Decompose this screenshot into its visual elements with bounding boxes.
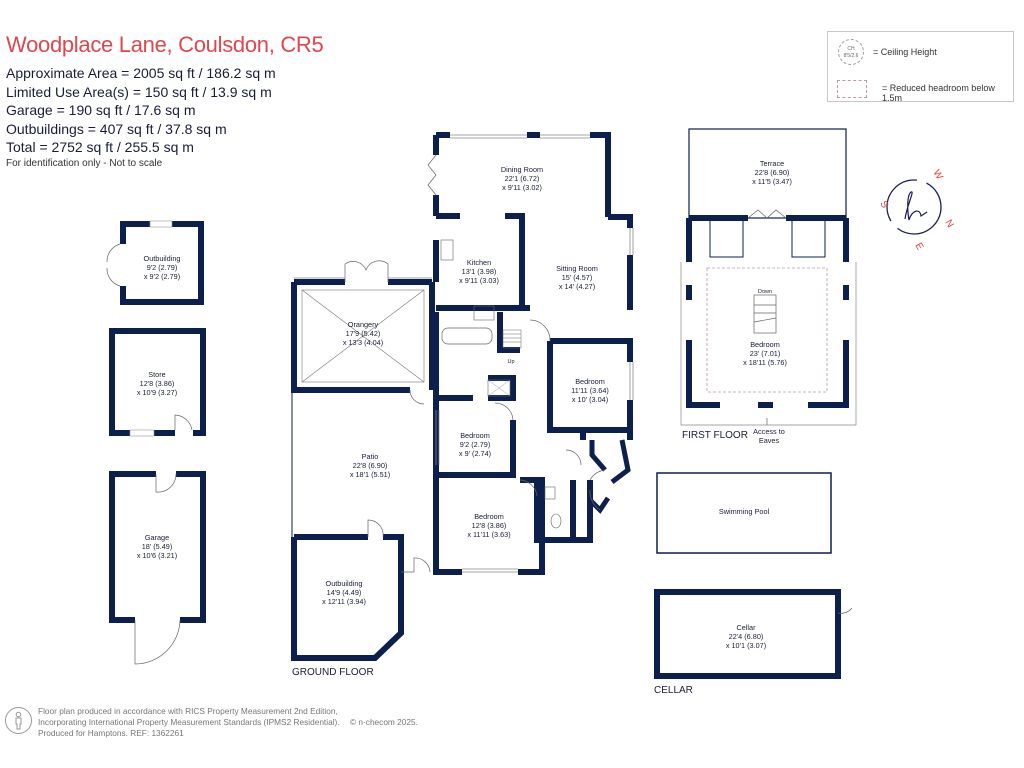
reduced-headroom-icon — [837, 80, 867, 98]
svg-text:x 12'11 (3.94): x 12'11 (3.94) — [322, 597, 366, 606]
svg-text:x 10'1 (3.07): x 10'1 (3.07) — [726, 641, 766, 650]
svg-text:Bedroom: Bedroom — [750, 340, 780, 349]
svg-text:17'9 (5.42): 17'9 (5.42) — [346, 329, 381, 338]
ceiling-height-label: = Ceiling Height — [873, 47, 937, 57]
footer-line-3: Produced for Hamptons. REF: 1362261 — [38, 728, 184, 738]
limited-use-area: Limited Use Area(s) = 150 sq ft / 13.9 s… — [6, 83, 272, 100]
ground-floor-label: GROUND FLOOR — [292, 667, 374, 678]
svg-text:x 10'6 (3.21): x 10'6 (3.21) — [137, 551, 177, 560]
garage-walls — [109, 471, 206, 665]
svg-text:x 18'11 (5.76): x 18'11 (5.76) — [743, 358, 787, 367]
ceiling-height-icon: CH 8'5/2.6 — [838, 39, 864, 65]
svg-text:Up: Up — [507, 359, 514, 365]
reduced-headroom-label: = Reduced headroom below 1.5m — [882, 83, 995, 103]
person-glyph — [15, 711, 22, 730]
svg-text:W: W — [930, 168, 945, 182]
svg-text:14'9 (4.49): 14'9 (4.49) — [327, 588, 362, 597]
svg-text:9'2 (2.79): 9'2 (2.79) — [147, 263, 178, 272]
svg-text:22'8 (6.90): 22'8 (6.90) — [755, 168, 790, 177]
legend: CH 8'5/2.6 = Ceiling Height = Reduced he… — [827, 31, 1014, 103]
scale-note: For identification only - Not to scale — [6, 158, 163, 169]
svg-text:23' (7.01): 23' (7.01) — [750, 349, 781, 358]
svg-text:N: N — [942, 218, 955, 230]
svg-text:18' (5.49): 18' (5.49) — [142, 542, 173, 551]
cellar-label: CELLAR — [654, 685, 693, 696]
windows — [294, 134, 634, 573]
svg-text:x 11'11 (3.63): x 11'11 (3.63) — [467, 530, 510, 539]
ch-symbol-text: CH — [847, 46, 855, 52]
footer-disclaimer: Floor plan produced in accordance with R… — [38, 706, 340, 739]
total-area: Total = 2752 sq ft / 255.5 sq m — [6, 139, 194, 155]
svg-text:x 9' (2.74): x 9' (2.74) — [459, 449, 491, 458]
copyright: © n·checom 2025. — [350, 717, 418, 727]
outbuildings-area: Outbuildings = 407 sq ft / 37.8 sq m — [6, 120, 227, 137]
svg-text:Kitchen: Kitchen — [467, 258, 491, 267]
svg-text:E: E — [912, 241, 925, 253]
outbuilding-small-walls — [106, 220, 204, 305]
svg-text:Sitting Room: Sitting Room — [556, 264, 598, 273]
first-floor-label: FIRST FLOOR — [682, 430, 748, 441]
cellar-walls — [654, 589, 841, 679]
svg-text:Outbuilding: Outbuilding — [326, 579, 363, 588]
svg-text:Swimming Pool: Swimming Pool — [719, 507, 770, 516]
ground-floor-walls — [291, 132, 633, 661]
footer-line-1: Floor plan produced in accordance with R… — [38, 706, 338, 716]
svg-text:Cellar: Cellar — [736, 623, 756, 632]
svg-text:x 9'11 (3.02): x 9'11 (3.02) — [502, 183, 542, 192]
first-floor-walls — [680, 128, 857, 426]
svg-text:Bedroom: Bedroom — [575, 377, 605, 386]
svg-text:Access to: Access to — [753, 427, 785, 436]
svg-text:x 10'9 (3.27): x 10'9 (3.27) — [137, 388, 177, 397]
svg-text:x 10' (3.04): x 10' (3.04) — [572, 395, 608, 404]
svg-text:x 14' (4.27): x 14' (4.27) — [559, 282, 595, 291]
svg-text:Garage: Garage — [145, 533, 169, 542]
svg-text:22'4 (6.80): 22'4 (6.80) — [729, 632, 764, 641]
svg-text:Down: Down — [758, 289, 772, 295]
svg-text:9'2 (2.79): 9'2 (2.79) — [460, 440, 491, 449]
reduced-headroom-area — [706, 267, 828, 393]
orangery-roof-lines — [301, 289, 425, 383]
svg-text:Bedroom: Bedroom — [474, 512, 504, 521]
svg-text:Patio: Patio — [362, 452, 379, 461]
svg-text:x 13'3 (4.04): x 13'3 (4.04) — [343, 338, 383, 347]
garage-area: Garage = 190 sq ft / 17.6 sq m — [6, 102, 196, 118]
svg-text:12'8 (3.86): 12'8 (3.86) — [472, 521, 507, 530]
svg-text:Store: Store — [148, 370, 165, 379]
footer-line-2: Incorporating International Property Mea… — [38, 717, 340, 727]
svg-text:x 9'11 (3.03): x 9'11 (3.03) — [459, 276, 499, 285]
svg-text:S: S — [877, 199, 890, 211]
stairs-down — [753, 294, 777, 334]
svg-text:15' (4.57): 15' (4.57) — [562, 273, 593, 282]
svg-text:Bedroom: Bedroom — [460, 431, 490, 440]
svg-text:Eaves: Eaves — [759, 436, 780, 445]
property-title: Woodplace Lane, Coulsdon, CR5 — [6, 32, 324, 57]
patio-outline — [291, 389, 431, 573]
compass-icon — [886, 179, 942, 235]
store-walls — [109, 328, 206, 437]
svg-text:Orangery: Orangery — [348, 320, 379, 329]
swimming-pool-outline — [656, 472, 832, 554]
ch-symbol-value: 8'5/2.6 — [843, 53, 859, 59]
svg-text:Dining Room: Dining Room — [501, 165, 543, 174]
approximate-area: Approximate Area = 2005 sq ft / 186.2 sq… — [6, 65, 276, 81]
area-summary: Approximate Area = 2005 sq ft / 186.2 sq… — [6, 64, 276, 157]
svg-text:x 11'5 (3.47): x 11'5 (3.47) — [752, 177, 792, 186]
svg-text:x 18'1 (5.51): x 18'1 (5.51) — [350, 470, 390, 479]
svg-text:11'11 (3.64): 11'11 (3.64) — [571, 386, 609, 395]
person-icon — [5, 707, 32, 734]
svg-text:12'8 (3.86): 12'8 (3.86) — [140, 379, 175, 388]
svg-text:x 9'2 (2.79): x 9'2 (2.79) — [144, 272, 180, 281]
stairs-up — [502, 329, 522, 349]
svg-text:Outbuilding: Outbuilding — [144, 254, 181, 263]
svg-text:13'1 (3.98): 13'1 (3.98) — [462, 267, 497, 276]
svg-text:22'1 (6.72): 22'1 (6.72) — [505, 174, 540, 183]
room-labels: Dining Room 22'1 (6.72) x 9'11 (3.02) Ki… — [137, 159, 792, 650]
svg-text:Terrace: Terrace — [760, 159, 784, 168]
svg-text:22'8 (6.90): 22'8 (6.90) — [353, 461, 388, 470]
